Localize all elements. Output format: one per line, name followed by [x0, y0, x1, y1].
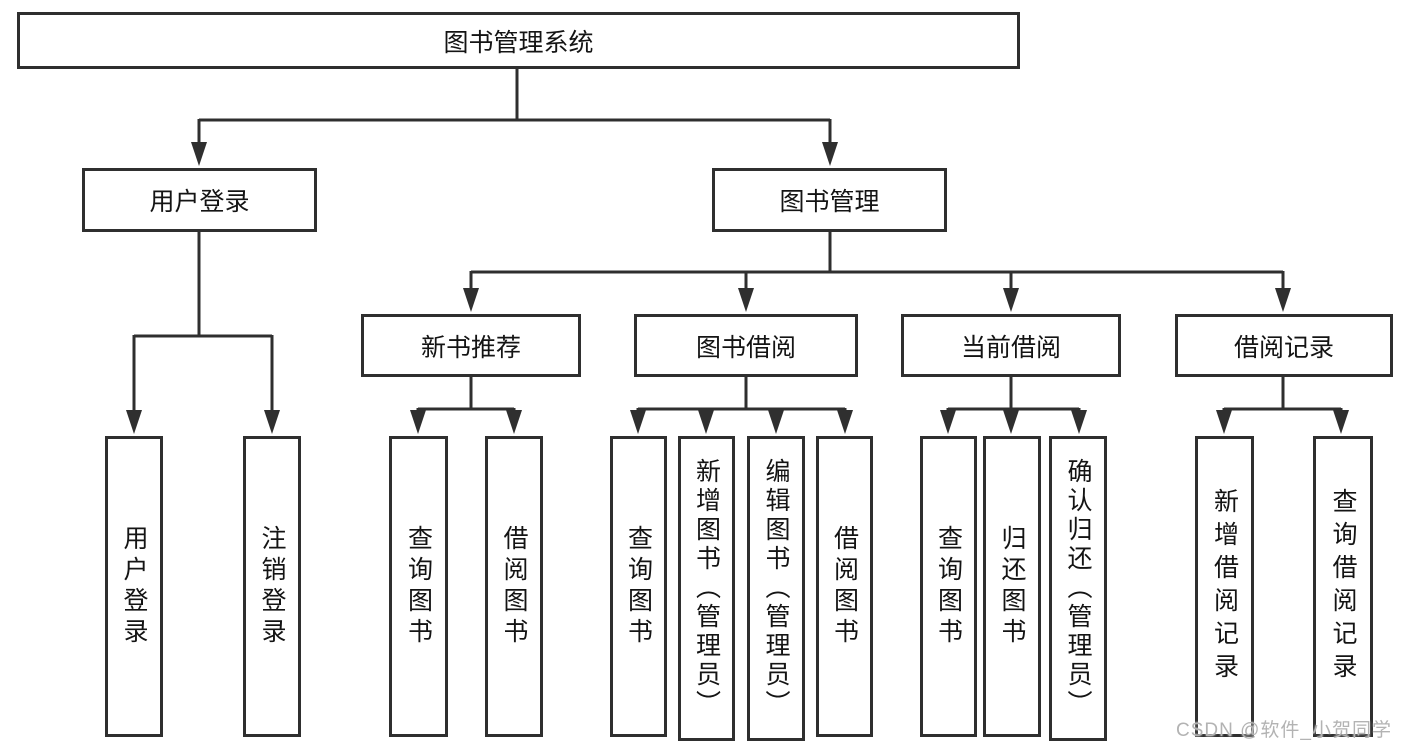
node-leaf-edit-book-admin: 编辑图书（管理员） — [747, 436, 805, 741]
node-root-library-system: 图书管理系统 — [17, 12, 1020, 69]
node-new-book-recommend: 新书推荐 — [361, 314, 581, 377]
node-leaf-confirm-return-admin: 确认归还（管理员） — [1049, 436, 1107, 741]
node-leaf-borrow-book-2: 借阅图书 — [816, 436, 873, 737]
node-leaf-add-borrow-record: 新增借阅记录 — [1195, 436, 1254, 737]
node-book-borrow: 图书借阅 — [634, 314, 858, 377]
node-user-login: 用户登录 — [82, 168, 317, 232]
node-leaf-logout: 注销登录 — [243, 436, 301, 737]
node-book-management: 图书管理 — [712, 168, 947, 232]
node-leaf-query-book-1: 查询图书 — [389, 436, 448, 737]
node-current-borrow: 当前借阅 — [901, 314, 1121, 377]
node-leaf-add-book-admin: 新增图书（管理员） — [678, 436, 735, 741]
node-leaf-query-borrow-record: 查询借阅记录 — [1313, 436, 1373, 737]
node-leaf-return-book: 归还图书 — [983, 436, 1041, 737]
node-leaf-borrow-book-1: 借阅图书 — [485, 436, 543, 737]
arrowheads — [126, 142, 1349, 434]
csdn-watermark: CSDN @软件_小贺同学 — [1176, 720, 1392, 741]
node-leaf-query-book-2: 查询图书 — [610, 436, 667, 737]
node-leaf-user-login: 用户登录 — [105, 436, 163, 737]
node-leaf-query-book-3: 查询图书 — [920, 436, 977, 737]
node-borrow-record: 借阅记录 — [1175, 314, 1393, 377]
